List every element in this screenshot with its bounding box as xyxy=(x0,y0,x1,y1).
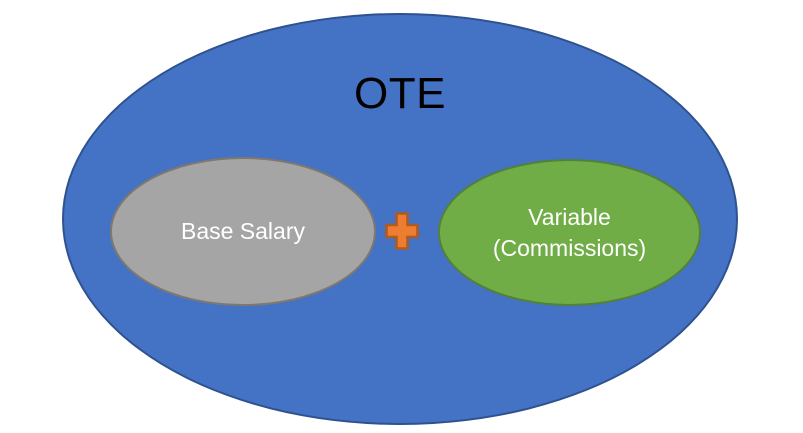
variable-commissions-label: Variable (Commissions) xyxy=(493,202,646,263)
plus-icon xyxy=(385,212,419,250)
base-salary-ellipse: Base Salary xyxy=(110,157,376,306)
plus-icon-shape xyxy=(385,212,419,250)
plus-icon-svg xyxy=(385,212,419,250)
variable-label-line2: (Commissions) xyxy=(492,234,647,261)
variable-commissions-ellipse: Variable (Commissions) xyxy=(438,159,701,306)
diagram-title: OTE xyxy=(354,69,446,118)
base-salary-label: Base Salary xyxy=(180,218,305,245)
variable-label-line1: Variable xyxy=(528,204,611,231)
